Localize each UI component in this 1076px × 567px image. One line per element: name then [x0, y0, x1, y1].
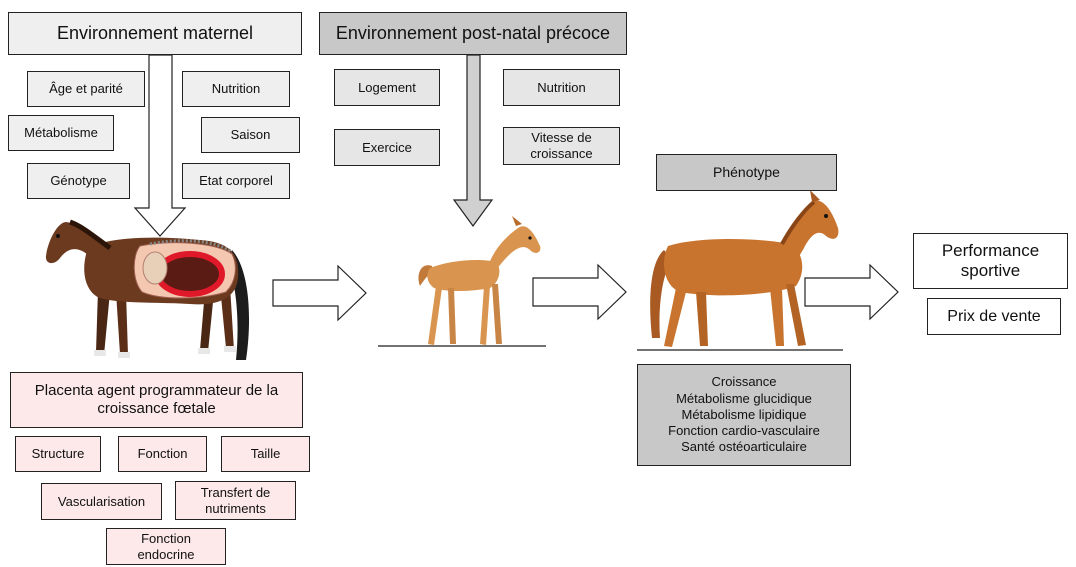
phenotype-title: Phénotype: [656, 154, 837, 191]
placenta-item-structure: Structure: [15, 436, 101, 472]
placenta-item-vascularisation: Vascularisation: [41, 483, 162, 520]
adult-horse-icon: [637, 190, 843, 351]
postnatal-down-arrow: [452, 54, 494, 228]
outcome-sale-price: Prix de vente: [927, 298, 1061, 335]
maternal-factor-season: Saison: [201, 117, 300, 153]
placenta-item-endocrine-function: Fonction endocrine: [106, 528, 226, 565]
postnatal-factor-housing: Logement: [334, 69, 440, 106]
phenotype-trait-growth: Croissance: [711, 374, 777, 390]
maternal-down-arrow: [133, 54, 187, 237]
postnatal-factor-exercise: Exercice: [334, 129, 440, 166]
phenotype-trait-lipid-metabolism: Métabolisme lipidique: [681, 406, 807, 422]
phenotype-trait-glucose-metabolism: Métabolisme glucidique: [676, 390, 812, 406]
maternal-factor-nutrition: Nutrition: [182, 71, 290, 107]
phenotype-traits: Croissance Métabolisme glucidique Métabo…: [637, 364, 851, 466]
right-arrow-2: [532, 263, 627, 321]
placenta-item-size: Taille: [221, 436, 310, 472]
phenotype-trait-osteoarticular: Santé ostéoarticulaire: [681, 439, 807, 455]
postnatal-factor-growth-rate: Vitesse de croissance: [503, 127, 620, 165]
pregnant-mare-icon: [45, 219, 250, 360]
postnatal-factor-nutrition: Nutrition: [503, 69, 620, 106]
foal-icon: [378, 216, 546, 347]
phenotype-trait-cardiovascular: Fonction cardio-vasculaire: [668, 423, 820, 439]
placenta-item-function: Fonction: [118, 436, 207, 472]
postnatal-environment-title: Environnement post-natal précoce: [319, 12, 627, 55]
maternal-environment-title: Environnement maternel: [8, 12, 302, 55]
right-arrow-3: [804, 263, 899, 321]
placenta-item-nutrient-transfer: Transfert de nutriments: [175, 481, 296, 520]
right-arrow-1: [272, 264, 367, 322]
maternal-factor-age-parity: Âge et parité: [27, 71, 145, 107]
placenta-title: Placenta agent programmateur de la crois…: [10, 372, 303, 428]
maternal-factor-genotype: Génotype: [27, 163, 130, 199]
outcome-performance: Performance sportive: [913, 233, 1068, 289]
maternal-factor-metabolism: Métabolisme: [8, 115, 114, 151]
maternal-factor-body-condition: Etat corporel: [182, 163, 290, 199]
